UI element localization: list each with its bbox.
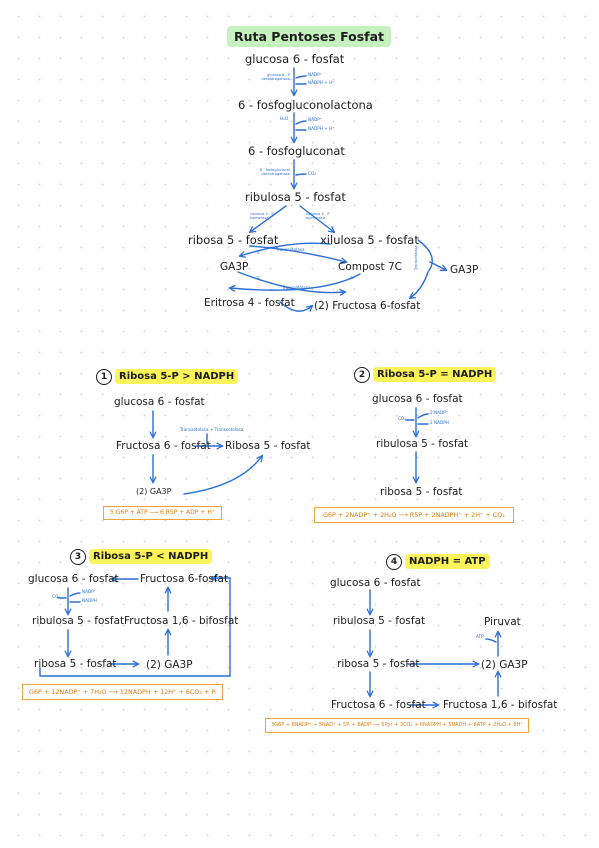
case2-nadph: 2 NADPH	[430, 420, 449, 425]
case3-equation: G6P + 12NADP⁺ + 7H₂O ⟶ 12NADPH + 12H⁺ + …	[29, 688, 217, 696]
arrow-xilulosa-ga3p-right	[410, 239, 433, 298]
case4-bifosfat: Fructosa 1,6 - bifosfat	[443, 699, 558, 711]
node-xilulosa-5-fosfat: xilulosa 5 - fosfat	[320, 233, 419, 247]
case3-glucosa: glucosa 6 - fosfat	[28, 573, 119, 585]
node-ga3p: GA3P	[220, 261, 249, 273]
arrow-to-ga3p-right	[429, 261, 446, 270]
arrow-ribulosa-ribosa	[250, 205, 287, 232]
case3-nadp: NADP⁺	[82, 589, 96, 594]
arrow-xilulosa-ga3p	[240, 242, 331, 256]
arrow-c1-ga3p-ribosa	[183, 456, 262, 495]
cofactor-nadp-1: NADP⁺	[308, 72, 322, 77]
case2-co2: CO₂	[398, 416, 406, 421]
case1-heading: Ribosa 5-P > NADPH	[119, 371, 235, 382]
case1-enzymes: Transaldolasa + Transcetolasa	[180, 427, 244, 432]
case2-glucosa: glucosa 6 - fosfat	[372, 393, 463, 405]
case4-ga3p: (2) GA3P	[481, 659, 528, 671]
case1-ribosa: Ribosa 5 - fosfat	[225, 440, 311, 452]
case4-piruvat: Piruvat	[484, 616, 521, 628]
case4-equation-box: 3G6P + 6NADP⁺ + 5NAD⁺ + 5Pᵢ + 8ADP ⟶ 5Py…	[265, 718, 529, 733]
case3-heading-highlight: Ribosa 5-P < NADPH	[89, 549, 213, 564]
case1-equation: 5 G6P + ATP ⟶ 6 R5P + ADP + H⁺	[110, 509, 216, 516]
arrow-eritrosa-fructosa	[279, 301, 312, 311]
node-6-fosfogluconat: 6 - fosfogluconat	[248, 144, 345, 158]
arrow-cof1	[295, 75, 307, 85]
enzyme-transcetolasa-1: Transcetolasa	[276, 247, 305, 252]
arrow-compost-eritrosa	[230, 273, 361, 290]
case4-heading-highlight: NADPH = ATP	[405, 554, 490, 569]
case3-equation-box: G6P + 12NADP⁺ + 7H₂O ⟶ 12NADPH + 12H⁺ + …	[22, 684, 224, 701]
cofactor-nadph-2: NADPH + H⁺	[308, 126, 335, 131]
case2-heading: Ribosa 5-P = NADPH	[377, 369, 493, 380]
arrow-c3-loop	[39, 578, 231, 677]
enzyme-6pg-deshidrogenasa: 6 - fosfogluconat deshidrogenasa	[259, 168, 290, 177]
arrow-c2-cofactors	[405, 413, 429, 425]
case2-nadp: 2 NADP⁺	[430, 410, 448, 415]
arrow-co2	[295, 173, 307, 176]
node-fructosa-6-fosfat: (2) Fructosa 6-fosfat	[314, 300, 421, 312]
case4-ribosa: ribosa 5 - fosfat	[337, 658, 420, 670]
arrow-ribulosa-xilulosa	[299, 205, 334, 232]
arrow-c3-cofactors	[57, 592, 81, 603]
enzyme-epimerasa: ribulosa 5 - P epimerasa	[306, 212, 330, 221]
case3-co2: CO₂	[52, 594, 60, 599]
case1-ga3p: (2) GA3P	[136, 487, 172, 496]
case3-fructosa6f: Fructosa 6-fosfat	[140, 573, 229, 585]
case3-bifosfat: Fructosa 1,6 - bifosfat	[124, 615, 239, 627]
title-highlight: Ruta Pentoses Fosfat	[227, 26, 392, 47]
node-eritrosa-4-fosfat: Eritrosa 4 - fosfat	[204, 297, 295, 309]
case3-nadph: NADPH	[82, 598, 97, 603]
case4-fructosa6f: Fructosa 6 - fosfat	[331, 699, 426, 711]
case3-number: 3	[70, 549, 86, 565]
case1-heading-highlight: Ribosa 5-P > NADPH	[115, 369, 239, 384]
node-compost-7c: Compost 7C	[338, 261, 403, 273]
node-ribosa-5-fosfat: ribosa 5 - fosfat	[188, 233, 279, 247]
case2-ribulosa: ribulosa 5 - fosfat	[376, 438, 469, 450]
case3-heading: Ribosa 5-P < NADPH	[93, 551, 209, 562]
arrow-c4-atp	[485, 638, 497, 643]
case4-number: 4	[386, 554, 402, 570]
cofactor-nadp-2: NADP⁺	[308, 117, 322, 122]
case2-heading-highlight: Ribosa 5-P = NADPH	[373, 367, 497, 382]
case1-number: 1	[96, 369, 112, 385]
cofactor-co2: CO₂	[308, 171, 316, 176]
case1-equation-box: 5 G6P + ATP ⟶ 6 R5P + ADP + H⁺	[103, 506, 223, 520]
label-tc-1: TC	[256, 251, 261, 255]
cofactor-nadph-1: NADPH + H⁺	[308, 80, 335, 85]
case3-ribulosa: ribulosa 5 - fosfat	[32, 615, 125, 627]
arrow-ribosa-compost	[249, 245, 346, 262]
node-ga3p-right: GA3P	[450, 264, 479, 276]
label-ta: TA	[350, 276, 355, 280]
node-ribulosa-5-fosfat: ribulosa 5 - fosfat	[245, 190, 346, 204]
enzyme-isomerasa: ribulosa 5 - P isomerasa	[250, 212, 274, 221]
enzyme-g6p-deshidrogenasa: glucosa 6 - P deshidrogenasa	[261, 73, 290, 82]
case3-ga3p: (2) GA3P	[146, 659, 193, 671]
node-6-fosfogluconolactona: 6 - fosfogluconolactona	[238, 98, 373, 112]
label-tc-2: TC	[256, 276, 261, 280]
enzyme-transaldolasa: Transaldolasa	[282, 285, 311, 290]
case4-ribulosa: ribulosa 5 - fosfat	[333, 615, 426, 627]
page-title: Ruta Pentoses Fosfat	[234, 29, 385, 44]
case2-equation-box: G6P + 2NADP⁺ + 2H₂O ⟶ R5P + 2NADPH⁺ + 2H…	[314, 507, 514, 524]
case4-glucosa: glucosa 6 - fosfat	[330, 577, 421, 589]
cofactor-h2o: H₂O	[280, 116, 289, 121]
arrow-cof2	[295, 120, 307, 131]
case2-equation: G6P + 2NADP⁺ + 2H₂O ⟶ R5P + 2NADPH⁺ + 2H…	[323, 511, 505, 519]
case1-glucosa: glucosa 6 - fosfat	[114, 396, 205, 408]
case3-ribosa: ribosa 5 - fosfat	[34, 658, 117, 670]
enzyme-transcetolasa-2: Transcetolasa	[414, 245, 418, 270]
case2-number: 2	[354, 367, 370, 383]
case2-ribosa: ribosa 5 - fosfat	[380, 486, 463, 498]
case4-heading: NADPH = ATP	[409, 556, 486, 567]
case4-atp: ATP	[476, 634, 484, 639]
case1-fructosa: Fructosa 6 - fosfat	[116, 440, 211, 452]
node-glucosa-6-fosfat: glucosa 6 - fosfat	[245, 52, 345, 66]
case4-equation: 3G6P + 6NADP⁺ + 5NAD⁺ + 5Pᵢ + 8ADP ⟶ 5Py…	[271, 722, 523, 728]
